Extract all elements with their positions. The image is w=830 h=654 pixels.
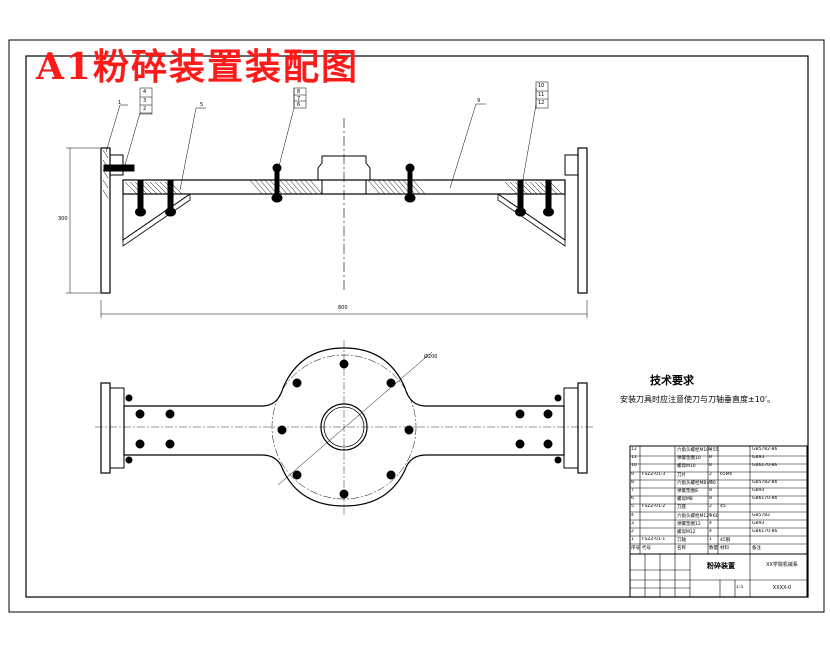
bom-cell-no: 2	[631, 529, 634, 534]
bom-cell-name: 刀座	[677, 505, 686, 511]
bom-cell-name: 螺母M12	[677, 530, 696, 535]
bom-cell-qty: 8	[709, 479, 712, 485]
school-name: XX学院机械系	[766, 562, 798, 568]
callout-10: 10	[538, 83, 545, 89]
bom-cell-name: 弹簧垫圈12	[677, 521, 701, 527]
front-view	[66, 81, 588, 318]
bom-cell-qty: 8	[709, 447, 712, 452]
dim-height: 300	[58, 216, 68, 222]
callout-8: 8	[297, 89, 301, 95]
outer-border	[8, 39, 825, 613]
bom-cell-qty: 4	[709, 529, 712, 534]
technical-requirements: 技术要求 安装刀具时应注意使刀与刀轴垂直度±10'。	[620, 372, 820, 405]
bom-cell-no: 7	[631, 488, 634, 493]
callout-5: 5	[200, 102, 204, 108]
bom-cell-name: 六角头螺栓M8×30	[677, 480, 716, 486]
bom-header-note: 备注	[752, 546, 761, 551]
bom-cell-qty: 1	[709, 537, 712, 543]
bom-cell-no: 6	[631, 496, 634, 502]
callout-9: 9	[477, 98, 481, 104]
bom-cell-no: 9	[631, 471, 634, 477]
bom-header-name: 名称	[677, 546, 686, 551]
bom-cell-qty: 2	[709, 504, 712, 510]
bom-cell-qty: 4	[709, 512, 712, 518]
callout-12: 12	[538, 100, 545, 106]
dim-diameter: Ø200	[424, 354, 438, 360]
tech-line-1: 安装刀具时应注意使刀与刀轴垂直度±10'。	[620, 395, 776, 404]
dim-overall-length: 800	[338, 305, 348, 311]
bom-cell-no: 11	[631, 455, 637, 461]
bom-cell-name: 弹簧垫圈8	[677, 489, 698, 494]
bom-cell-no: 5	[631, 504, 634, 510]
callout-6: 6	[297, 102, 301, 108]
bom-cell-qty: 8	[709, 455, 712, 461]
bom-cell-note: GB5782-86	[752, 479, 778, 485]
bom-cell-material: 45钢	[720, 538, 731, 544]
bom-cell-material: 65Mn	[720, 471, 733, 477]
callout-11: 11	[538, 92, 545, 98]
callout-4: 4	[143, 89, 147, 95]
bom-cell-no: 8	[631, 479, 634, 485]
bom-cell-name: 刀片	[677, 472, 686, 478]
bom-cell-name: 螺母M8	[677, 497, 693, 503]
bom-cell-code: FSZZ-01-1	[642, 537, 666, 543]
bom-header-material: 材料	[720, 546, 729, 551]
top-view	[95, 340, 595, 515]
bom-cell-note: GB93	[752, 520, 765, 526]
bom-cell-no: 1	[631, 537, 634, 543]
bom-cell-note: GB5782	[752, 512, 771, 518]
callout-1: 1	[118, 100, 122, 106]
bom-cell-note: GB6170-86	[752, 463, 778, 469]
bom-cell-no: 12	[631, 447, 637, 452]
bom-cell-no: 10	[631, 463, 637, 469]
bom-cell-name: 弹簧垫圈10	[677, 456, 701, 462]
drawing-name: 粉碎装置	[707, 562, 735, 570]
bom-cell-name: 螺母M10	[677, 464, 696, 470]
drawing-scale: 1:5	[736, 585, 744, 590]
tech-heading: 技术要求	[650, 374, 694, 387]
bom-cell-qty: 8	[709, 496, 712, 502]
bom-cell-material: 45	[720, 504, 726, 510]
bom-cell-no: 4	[631, 512, 634, 518]
drawing-code: XXXX-0	[772, 585, 792, 591]
callout-2: 2	[143, 106, 147, 112]
callout-7: 7	[297, 96, 301, 102]
bom-cell-no: 3	[631, 520, 634, 526]
bom-cell-note: GB6170-86	[752, 496, 778, 502]
bom-cell-code: FSZZ-01-3	[642, 471, 666, 477]
drawing-title-overlay: A1粉碎装置装配图	[36, 46, 359, 88]
bom-cell-code: FSZZ-01-2	[642, 504, 666, 510]
bom-cell-qty: 2	[709, 471, 712, 477]
bom-cell-qty: 8	[709, 463, 712, 469]
top-view-bolts	[125, 359, 562, 499]
bom-cell-qty: 8	[709, 488, 712, 493]
bom-cell-name: 六角头螺栓M10×55	[677, 448, 719, 453]
title-block-grid	[629, 445, 808, 598]
bom-cell-qty: 4	[709, 520, 712, 526]
bom-header-qty: 数量	[709, 546, 718, 551]
bom-header-no: 序号	[631, 546, 640, 551]
bom-cell-name: 刀轴	[677, 538, 686, 544]
bom-cell-name: 六角头螺栓M12×60	[677, 513, 719, 519]
bom-cell-note: GB5782-86	[752, 447, 778, 452]
bom-header-code: 代号	[642, 546, 651, 551]
callout-3: 3	[143, 98, 147, 104]
bom-cell-note: GB93	[752, 488, 765, 493]
bom-cell-note: GB6170-86	[752, 529, 778, 534]
inner-border	[25, 55, 809, 598]
bom-cell-note: GB93	[752, 455, 765, 461]
